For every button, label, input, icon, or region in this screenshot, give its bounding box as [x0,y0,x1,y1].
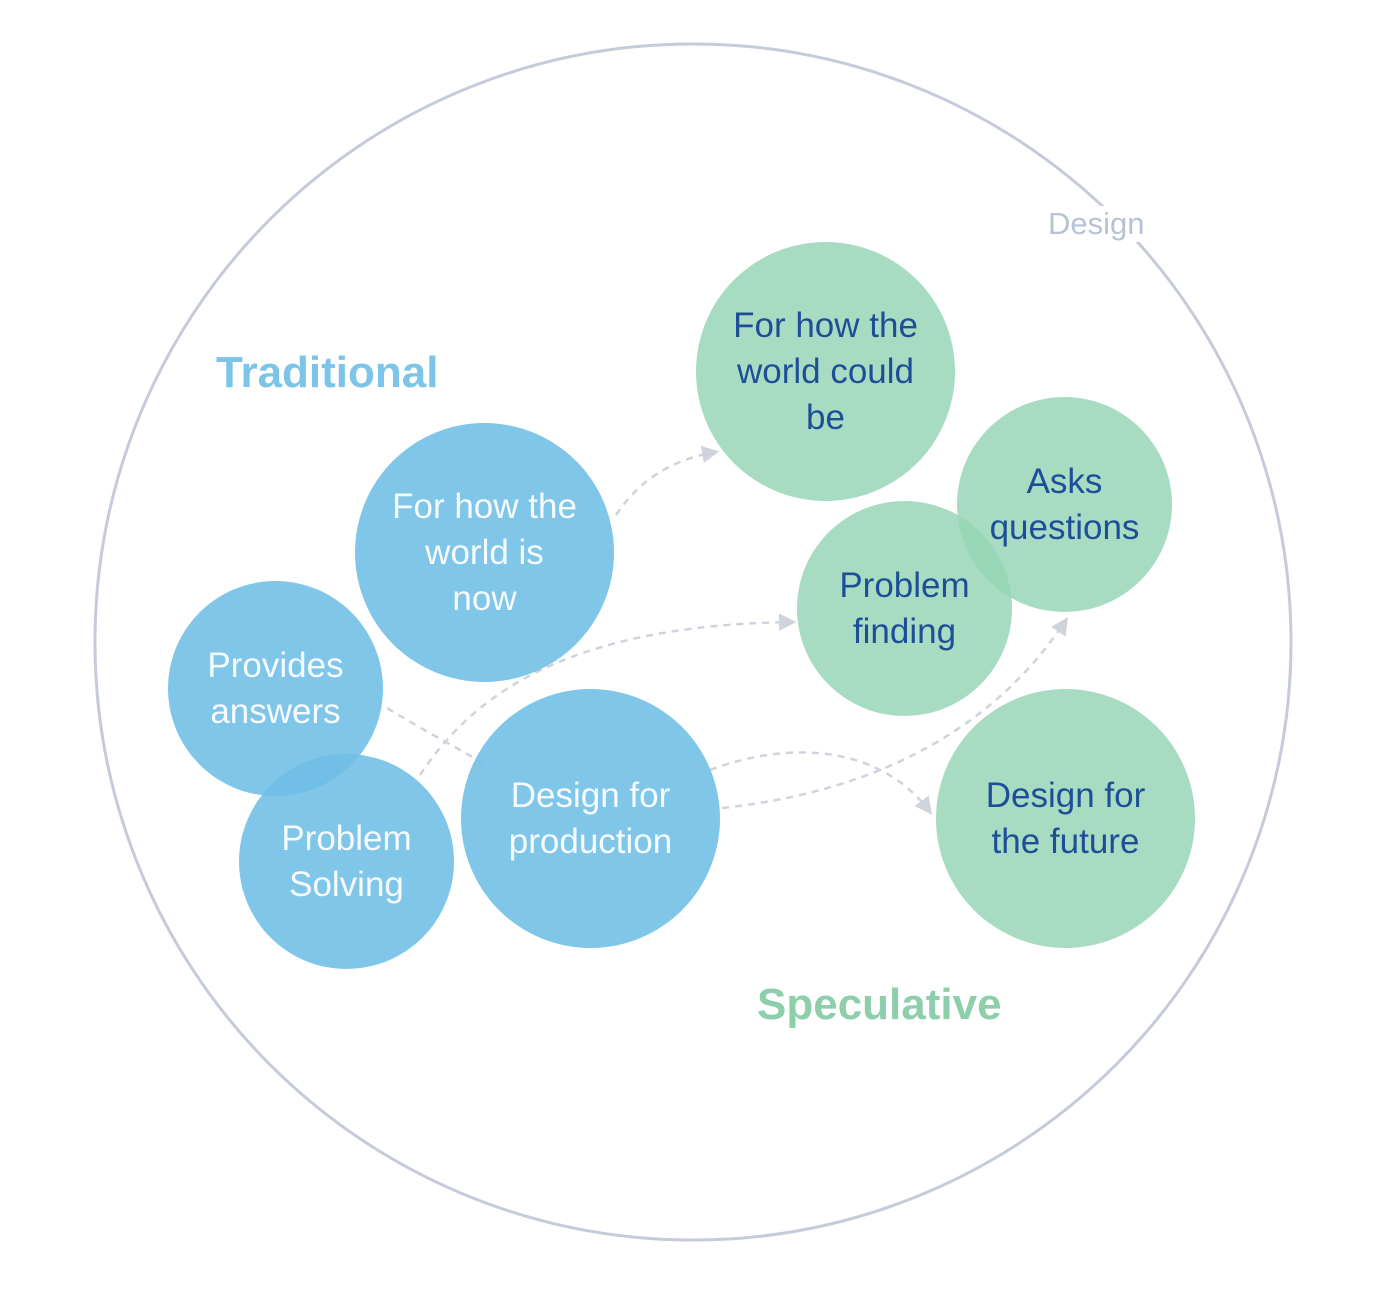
bubble-world-is-now: For how the world is now [355,423,614,682]
speculative-group-label: Speculative [757,980,1002,1029]
traditional-group-label: Traditional [216,348,439,397]
bubble-design-for-the-future: Design for the future [936,689,1195,948]
bubble-design-for-production: Design for production [461,689,720,948]
arrow-provides-answers-to-design-future [386,706,486,766]
arrow-production-to-asks-questions [721,617,1068,810]
arrow-production-to-design-future [709,751,933,815]
outer-design-ring [93,42,1293,1242]
bubble-asks-questions: Asks questions [957,397,1172,612]
arrow-problem-solving-to-problem-finding [418,613,797,776]
bubble-problem-solving: Problem Solving [239,754,454,969]
bubble-provides-answers: Provides answers [168,581,383,796]
arrow-world-now-to-world-could-be [614,445,720,516]
outer-design-label: Design [1042,206,1151,242]
bubble-world-could-be: For how the world could be [696,242,955,501]
